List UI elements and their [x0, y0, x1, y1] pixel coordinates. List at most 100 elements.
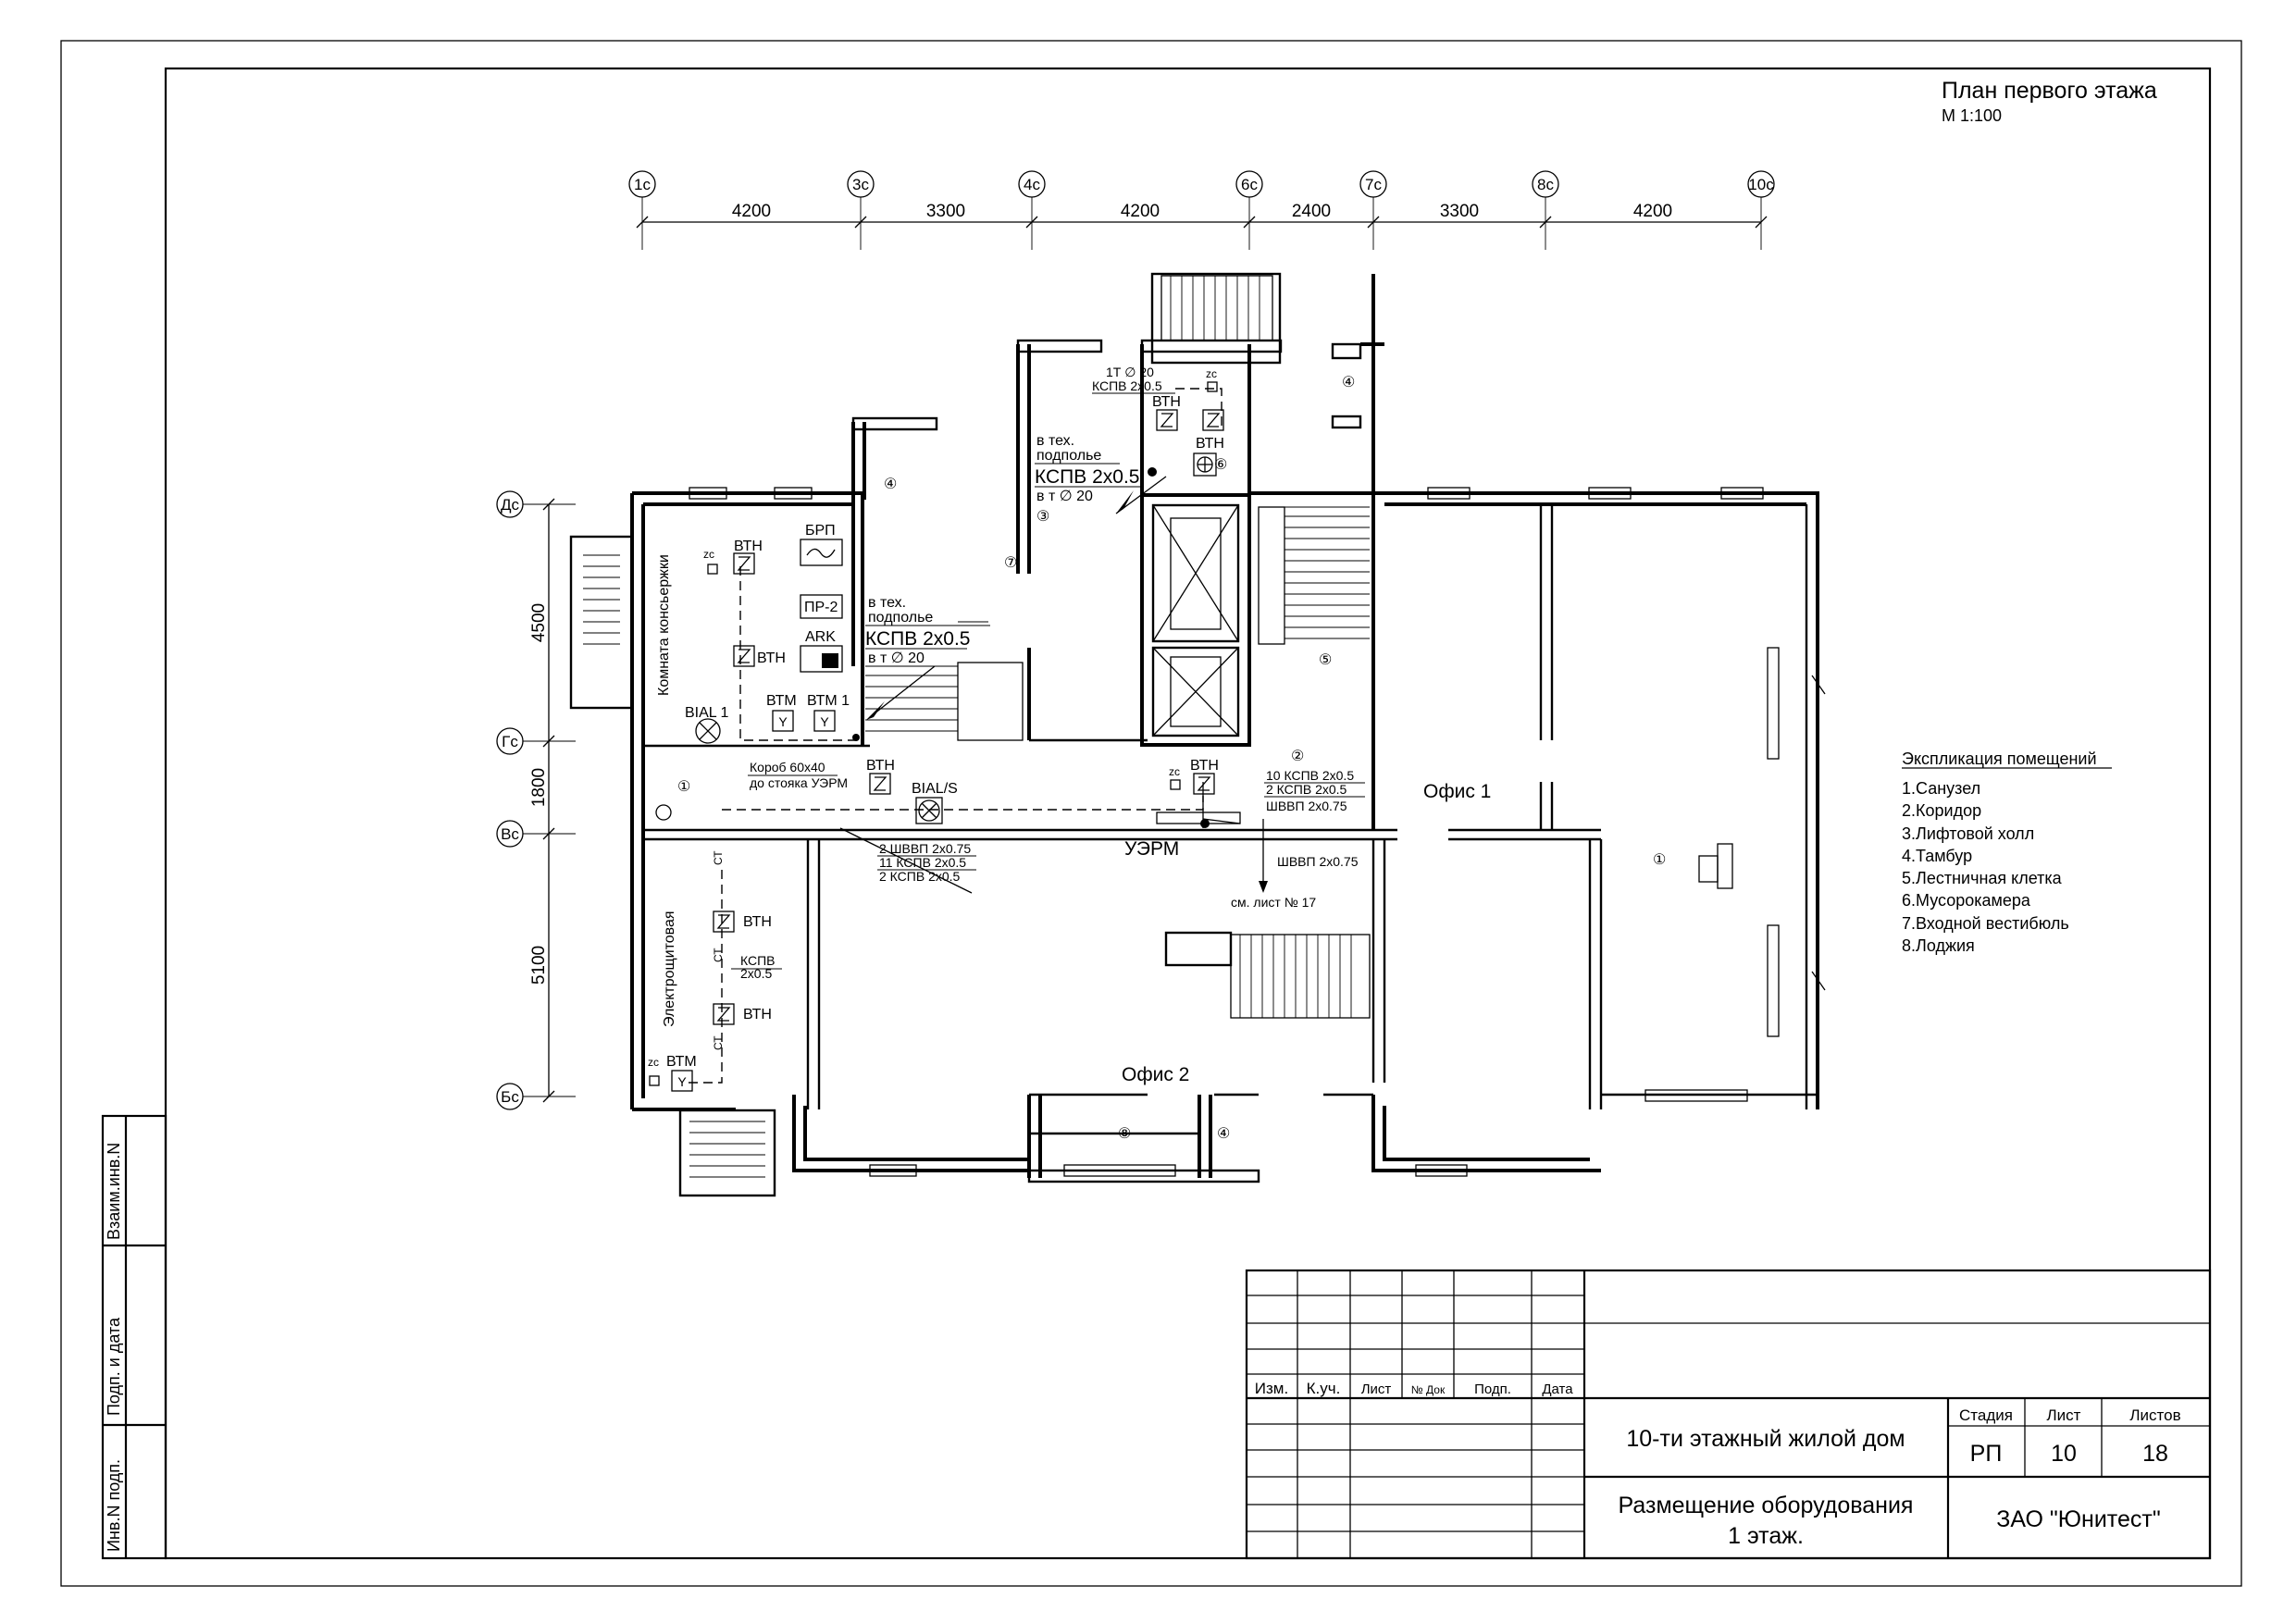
column-axes: 1с 3с 4с 6с 7с	[628, 170, 1775, 250]
axis-label-7c: 7с	[1365, 176, 1382, 193]
vtn-label-6: ВТН	[1190, 758, 1219, 774]
tb-header-count: К.уч.	[1307, 1380, 1341, 1397]
column-spacing-4: 2400	[1292, 202, 1331, 221]
uerm-label: УЭРМ	[1124, 838, 1179, 860]
riser-node-b	[852, 734, 860, 741]
axis-label-10c: 10с	[1748, 176, 1774, 193]
room-labels: Комната консьержки Электрощитовая Офис 1…	[656, 375, 1666, 1142]
pr2-unit: ПР-2	[800, 594, 843, 619]
vtn-sensor-1: ВТН zc	[703, 539, 763, 575]
zc-label-4: zc	[648, 1056, 659, 1069]
drawing-frame	[164, 67, 2212, 1560]
vtm-label-2: ВТМ	[666, 1054, 697, 1070]
vtn-label-5: ВТН	[1196, 436, 1224, 452]
vestibule-stair	[865, 621, 1024, 741]
axis-label-1c: 1с	[634, 176, 651, 193]
lower-stair	[1164, 931, 1371, 1019]
column-spacing-6: 4200	[1633, 202, 1672, 221]
vtn-sensor-5: zc	[1202, 367, 1224, 431]
axis-3c: 3с	[847, 170, 875, 250]
kspv-note-1: КСПВ	[740, 953, 776, 968]
top-stair	[1160, 275, 1273, 341]
axis-7c: 7с	[1359, 170, 1387, 250]
svg-text:Y: Y	[820, 714, 829, 729]
vtn-sensor-7: ВТН zc	[1169, 758, 1219, 795]
vtn-label-2: ВТН	[757, 650, 786, 666]
riser-note-2: 2 КСПВ 2х0.5	[1266, 782, 1347, 797]
equipment: ВТН zc ВТН Y ВТМ Y ВТМ 1 БРП ПР-2	[648, 367, 1241, 1092]
building-walls	[569, 272, 1826, 1197]
tb-stage: РП	[1970, 1441, 2003, 1467]
room-marker-8: ⑧	[1118, 1126, 1131, 1142]
riser-note-1: 10 КСПВ 2х0.5	[1266, 768, 1354, 783]
legend-item-3: 3.Лифтовой холл	[1902, 824, 2034, 843]
side-stamp-reuse-inv: Взаим.инв.N	[105, 1143, 123, 1240]
tb-stage-label: Стадия	[1959, 1406, 2013, 1424]
vtm1-label: ВТМ 1	[807, 693, 850, 709]
axis-label-3c: 3с	[852, 176, 869, 193]
ct-label-3: СТ	[712, 1035, 725, 1050]
washbasin-icon	[655, 804, 672, 821]
pr2-label: ПР-2	[804, 600, 838, 615]
svg-text:Y: Y	[778, 714, 788, 729]
vtn-sensor-9: ВТН	[713, 1003, 772, 1025]
pipe-note-2: КСПВ 2х0.5	[1092, 378, 1162, 393]
cable-routes	[685, 388, 1268, 1084]
row-spacing-3: 5100	[529, 946, 549, 985]
vtm-sensor-1: Y ВТМ	[766, 693, 797, 732]
vtn-label-8: ВТН	[743, 1007, 772, 1022]
subfloor-a-line4: в т ∅ 20	[1036, 489, 1093, 504]
bundle-note-1: 2 ШВВП 2х0.75	[879, 841, 971, 856]
axis-10c: 10с	[1747, 170, 1775, 250]
room-marker-7: ⑦	[1004, 555, 1017, 571]
subfloor-b-line3: КСПВ 2х0.5	[865, 628, 970, 650]
axis-label-D: Дс	[501, 496, 520, 514]
row-axes: Дс Гс Вс Бс 4500 1800 5100	[496, 490, 576, 1110]
vtn-sensor-4: ВТН	[1152, 394, 1181, 431]
column-spacing-2: 3300	[926, 202, 965, 221]
tb-header-change: Изм.	[1255, 1380, 1288, 1397]
legend-item-2: 2.Коридор	[1902, 801, 1981, 820]
tb-sheets: 18	[2142, 1441, 2168, 1467]
vtm-sensor-2: Y ВТМ zc	[648, 1054, 697, 1092]
brp-label: БРП	[805, 523, 836, 539]
zc-label-2: zc	[1206, 367, 1217, 380]
room-concierge: Комната консьержки	[656, 554, 672, 696]
column-spacing-3: 4200	[1121, 202, 1160, 221]
ct-label-2: СТ	[712, 948, 725, 962]
axis-D: Дс	[496, 490, 576, 518]
legend-item-8: 8.Лоджия	[1902, 936, 1975, 955]
axis-label-V: Вс	[501, 825, 519, 843]
title-block: Изм. К.уч. Лист № Док Подп. Дата 10-ти э…	[1245, 1269, 2212, 1560]
subfloor-b-line1: в тех.	[868, 595, 906, 611]
axis-8c: 8с	[1532, 170, 1559, 250]
svg-text:Y: Y	[677, 1074, 687, 1089]
bial1-lamp: BIAL 1	[685, 705, 729, 744]
tb-sheets-label: Листов	[2129, 1406, 2180, 1424]
outer-sheet-border	[60, 40, 2242, 1587]
tb-header-date: Дата	[1542, 1381, 1573, 1397]
axis-4c: 4с	[1018, 170, 1046, 250]
room-marker-1a: ①	[677, 779, 690, 795]
legend-item-5: 5.Лестничная клетка	[1902, 869, 2063, 887]
brp-unit: БРП	[800, 523, 843, 566]
room-marker-4a: ④	[884, 477, 897, 492]
subfloor-a-line2: подполье	[1036, 448, 1101, 464]
side-stamp: Взаим.инв.N Подп. и дата Инв.N подп.	[101, 1114, 168, 1560]
bial1-label: BIAL 1	[685, 705, 729, 721]
shvvp-note: ШВВП 2х0.75	[1277, 854, 1359, 869]
vtn-label-7: ВТН	[743, 914, 772, 930]
see-sheet-note: см. лист № 17	[1231, 895, 1316, 910]
box-note-2: до стояка УЭРМ	[750, 775, 848, 790]
vtn-label-4: ВТН	[1152, 394, 1181, 410]
pipe-note-1: 1Т ∅ 20	[1106, 365, 1154, 379]
uerm-cabinet	[1156, 812, 1241, 824]
legend-item-6: 6.Мусорокамера	[1902, 891, 2031, 910]
legend-item-4: 4.Тамбур	[1902, 847, 1972, 865]
sheet-scale: М 1:100	[1942, 106, 2002, 125]
tb-sheet: 10	[2051, 1441, 2077, 1467]
room-marker-3: ③	[1036, 509, 1049, 525]
vtn-sensor-3: ВТН	[866, 758, 895, 795]
axis-V: Вс	[496, 820, 576, 848]
